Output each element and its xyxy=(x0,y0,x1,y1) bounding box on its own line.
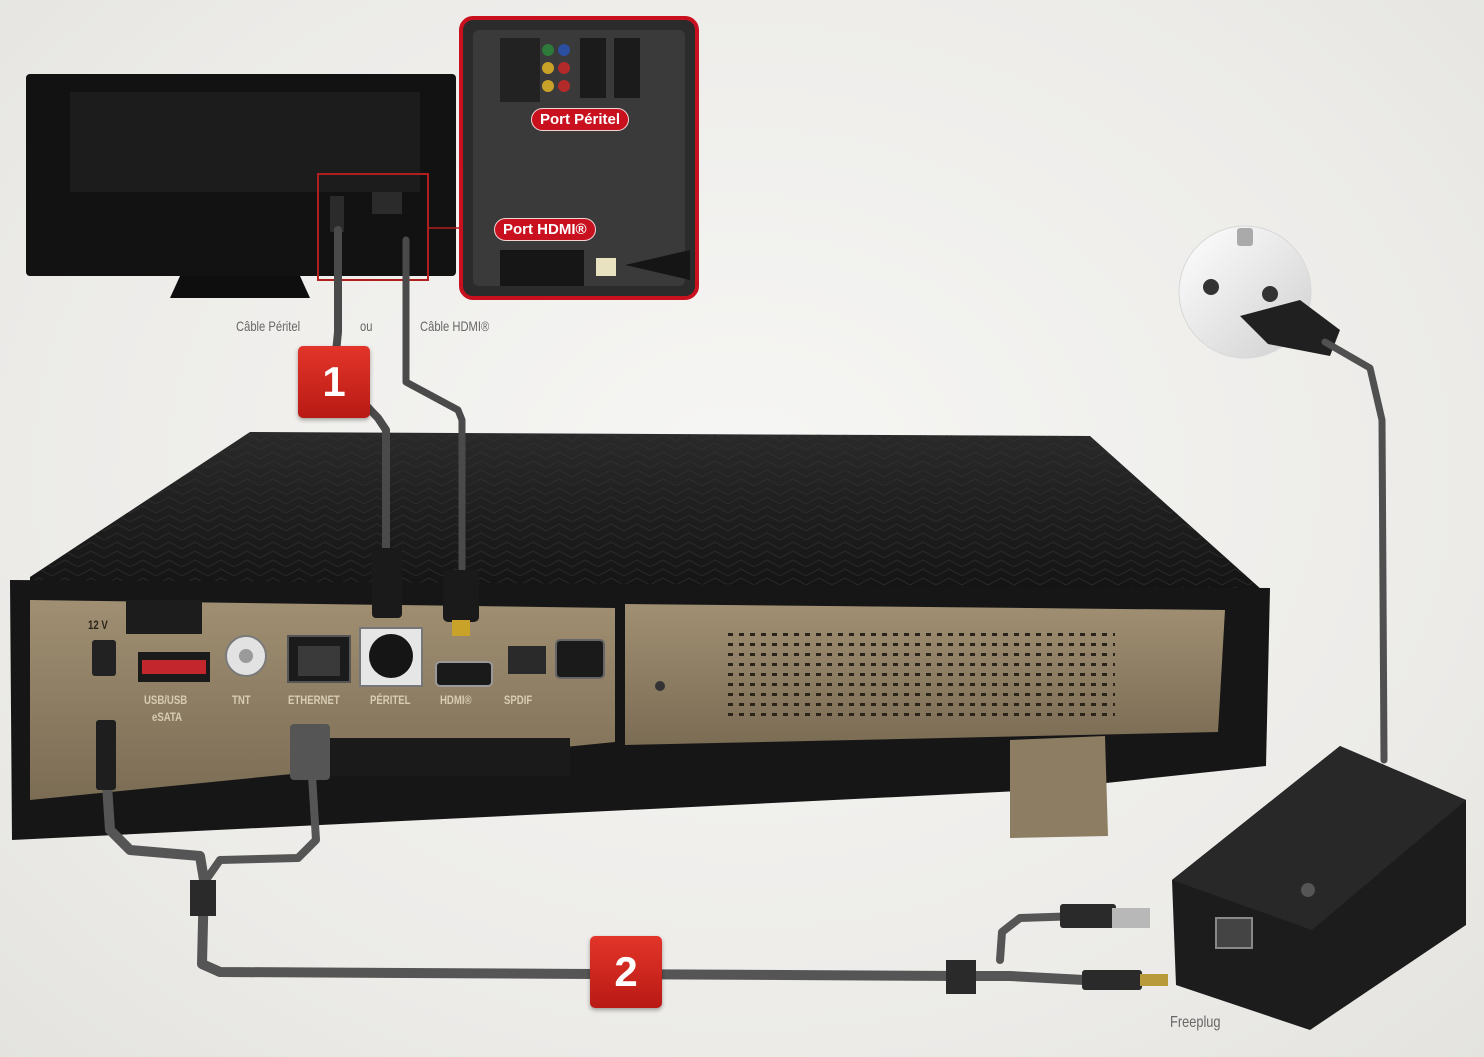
esata-port-label: eSATA xyxy=(152,710,183,724)
step-1-badge: 1 xyxy=(298,346,370,418)
port-peritel-label: Port Péritel xyxy=(531,108,630,131)
freeplug-device xyxy=(1172,746,1466,1030)
ethernet-port-label: ETHERNET xyxy=(288,693,340,707)
freeplug-label: Freeplug xyxy=(1170,1014,1221,1031)
port-hdmi-label: Port HDMI® xyxy=(494,218,596,241)
peritel-cable-label: Câble Péritel xyxy=(236,318,301,334)
tv-back xyxy=(26,74,462,298)
hdmi-port-label: HDMI® xyxy=(440,693,472,707)
cable-connectors xyxy=(96,548,1168,994)
usb-port-label: USB/USB xyxy=(144,693,188,707)
spdif-port-label: SPDIF xyxy=(504,693,533,707)
power-port-label: 12 V xyxy=(88,618,108,632)
peritel-port-label: PÉRITEL xyxy=(370,693,411,707)
or-label: ou xyxy=(360,318,373,334)
freeplug-cable xyxy=(99,735,1089,985)
tnt-port-label: TNT xyxy=(232,693,251,707)
hdmi-cable xyxy=(402,236,466,594)
freebox-player xyxy=(10,432,1270,840)
step-2-badge: 2 xyxy=(590,936,662,1008)
hdmi-cable-label: Câble HDMI® xyxy=(420,318,490,334)
wall-socket xyxy=(1178,225,1340,359)
tv-ports-zoom xyxy=(459,16,699,300)
power-cable xyxy=(1321,338,1388,764)
